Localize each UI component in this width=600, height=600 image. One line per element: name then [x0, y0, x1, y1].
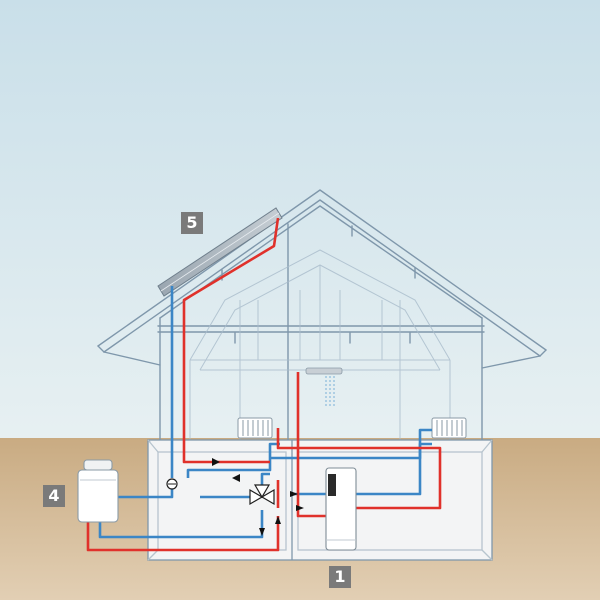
- mixing-valve-icon: [249, 484, 275, 506]
- basement: [147, 439, 493, 561]
- callout-5-solar-collector: 5: [181, 212, 203, 234]
- storage-cylinder-icon: [325, 467, 357, 551]
- flow-arrow-icon: [212, 458, 304, 536]
- solar-panel-icon: [157, 207, 283, 297]
- shower-head-icon: [305, 367, 343, 408]
- callout-4-heat-pump: 4: [43, 485, 65, 507]
- radiator-icon: [431, 417, 467, 439]
- callout-1-storage-unit: 1: [329, 566, 351, 588]
- return-pipes: [98, 286, 432, 539]
- house-interior-perspective: [189, 249, 451, 440]
- heat-pump-icon: [77, 459, 119, 523]
- radiator-icon: [237, 417, 273, 439]
- pump-icon: [166, 478, 178, 490]
